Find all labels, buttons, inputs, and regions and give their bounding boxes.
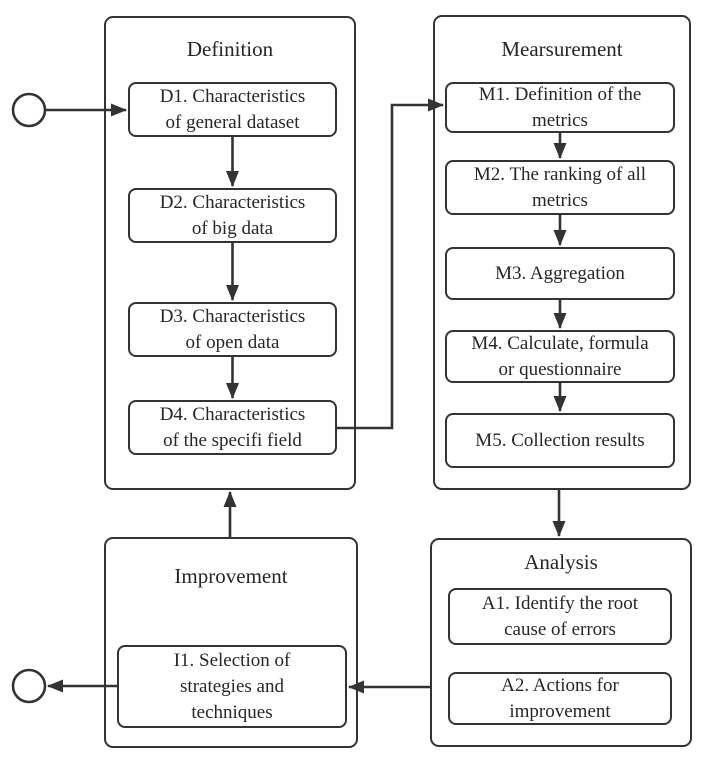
box-m1: M1. Definition of the metrics — [445, 82, 675, 133]
box-a2: A2. Actions for improvement — [448, 672, 672, 725]
box-d3: D3. Characteristics of open data — [128, 302, 337, 357]
box-d4: D4. Characteristics of the specifi field — [128, 400, 337, 455]
group-analysis — [430, 538, 692, 747]
box-d1: D1. Characteristics of general dataset — [128, 82, 337, 137]
end-circle-icon — [11, 668, 47, 704]
group-measurement — [433, 15, 691, 490]
start-circle-icon — [11, 92, 47, 128]
group-definition-title: Definition — [186, 37, 274, 61]
box-m2: M2. The ranking of all metrics — [445, 160, 675, 215]
group-analysis-title: Analysis — [524, 550, 598, 574]
box-m4: M4. Calculate, formula or questionnaire — [445, 330, 675, 383]
box-i1: I1. Selection of strategies and techniqu… — [117, 645, 347, 728]
box-d2: D2. Characteristics of big data — [128, 188, 337, 243]
connector-d4-to-m1 — [337, 98, 444, 430]
group-measurement-title: Mearsurement — [501, 37, 623, 61]
group-improvement-title: Improvement — [174, 564, 288, 588]
box-m3: M3. Aggregation — [445, 247, 675, 300]
group-improvement — [104, 537, 358, 748]
box-m5: M5. Collection results — [445, 413, 675, 468]
box-a1: A1. Identify the root cause of errors — [448, 588, 672, 645]
group-definition — [104, 16, 356, 490]
